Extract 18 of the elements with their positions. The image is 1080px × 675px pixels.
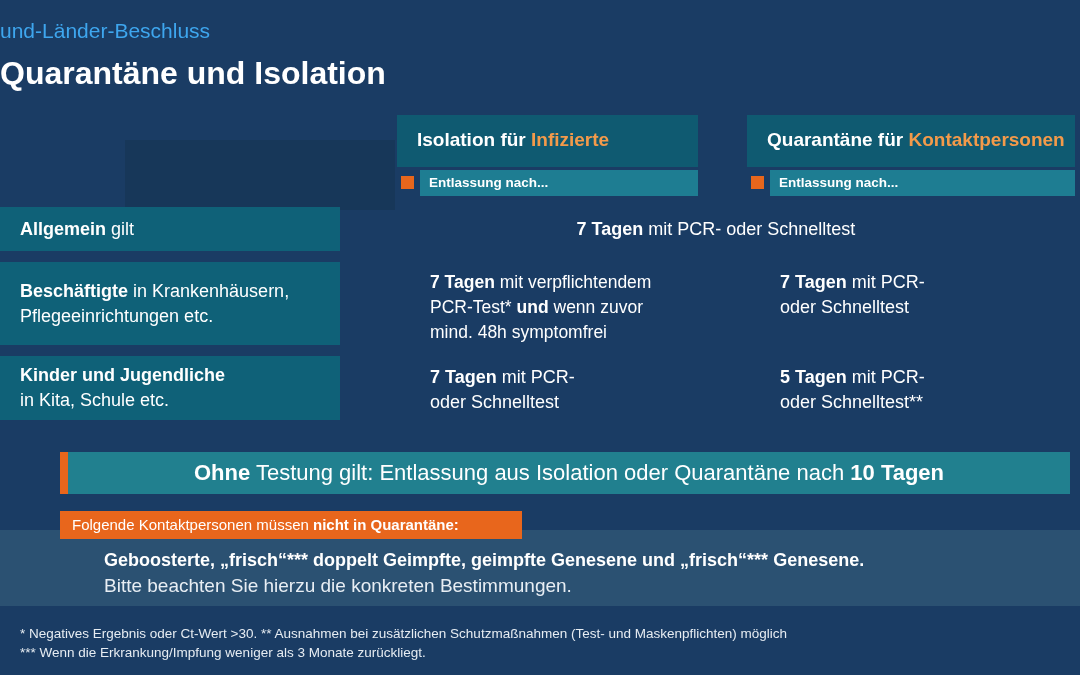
subheader-bar: Entlassung nach...: [770, 170, 1075, 196]
row-header: Beschäftigte in Krankenhäusern, Pflegeeinrichtungen etc.: [0, 262, 340, 345]
footnote: * Negatives Ergebnis oder Ct-Wert >30. ** Ausnahmen bei zusätzlichen Schutzmaßnahmen (Test- und Maskenpflichten) möglich: [20, 625, 787, 643]
banner: Ohne Testung gilt: Entlassung aus Isolation oder Quarantäne nach 10 Tagen: [60, 452, 1070, 494]
cell-text: 7 Tagen mit PCR- oder Schnelltest: [780, 271, 926, 319]
title: Quarantäne und Isolation: [0, 55, 386, 92]
subheader-bar: Entlassung nach...: [420, 170, 698, 196]
cell-text: 7 Tagen mit verpflichtendem PCR-Test* und wenn zuvor mind. 48h symptomfrei: [430, 271, 653, 344]
subtitle: und-Länder-Beschluss: [0, 19, 211, 43]
row-header: Kinder und Jugendliche in Kita, Schule etc.: [0, 356, 340, 420]
column-header: Isolation für Infizierte: [397, 115, 698, 167]
footnote: *** Wenn die Erkrankung/Impfung weniger als 3 Monate zurückliegt.: [20, 644, 426, 662]
cell-text: 7 Tagen mit PCR- oder Schnelltest: [430, 366, 576, 414]
row-header: Allgemein gilt: [0, 207, 340, 251]
cell-text: 7 Tagen mit PCR- oder Schnelltest: [575, 218, 857, 241]
cell-text: 5 Tagen mit PCR- oder Schnelltest**: [780, 366, 926, 414]
column-header: Quarantäne für Kontaktpersonen: [747, 115, 1075, 167]
note-tag: Folgende Kontaktpersonen müssen nicht in Quarantäne:: [60, 511, 522, 539]
